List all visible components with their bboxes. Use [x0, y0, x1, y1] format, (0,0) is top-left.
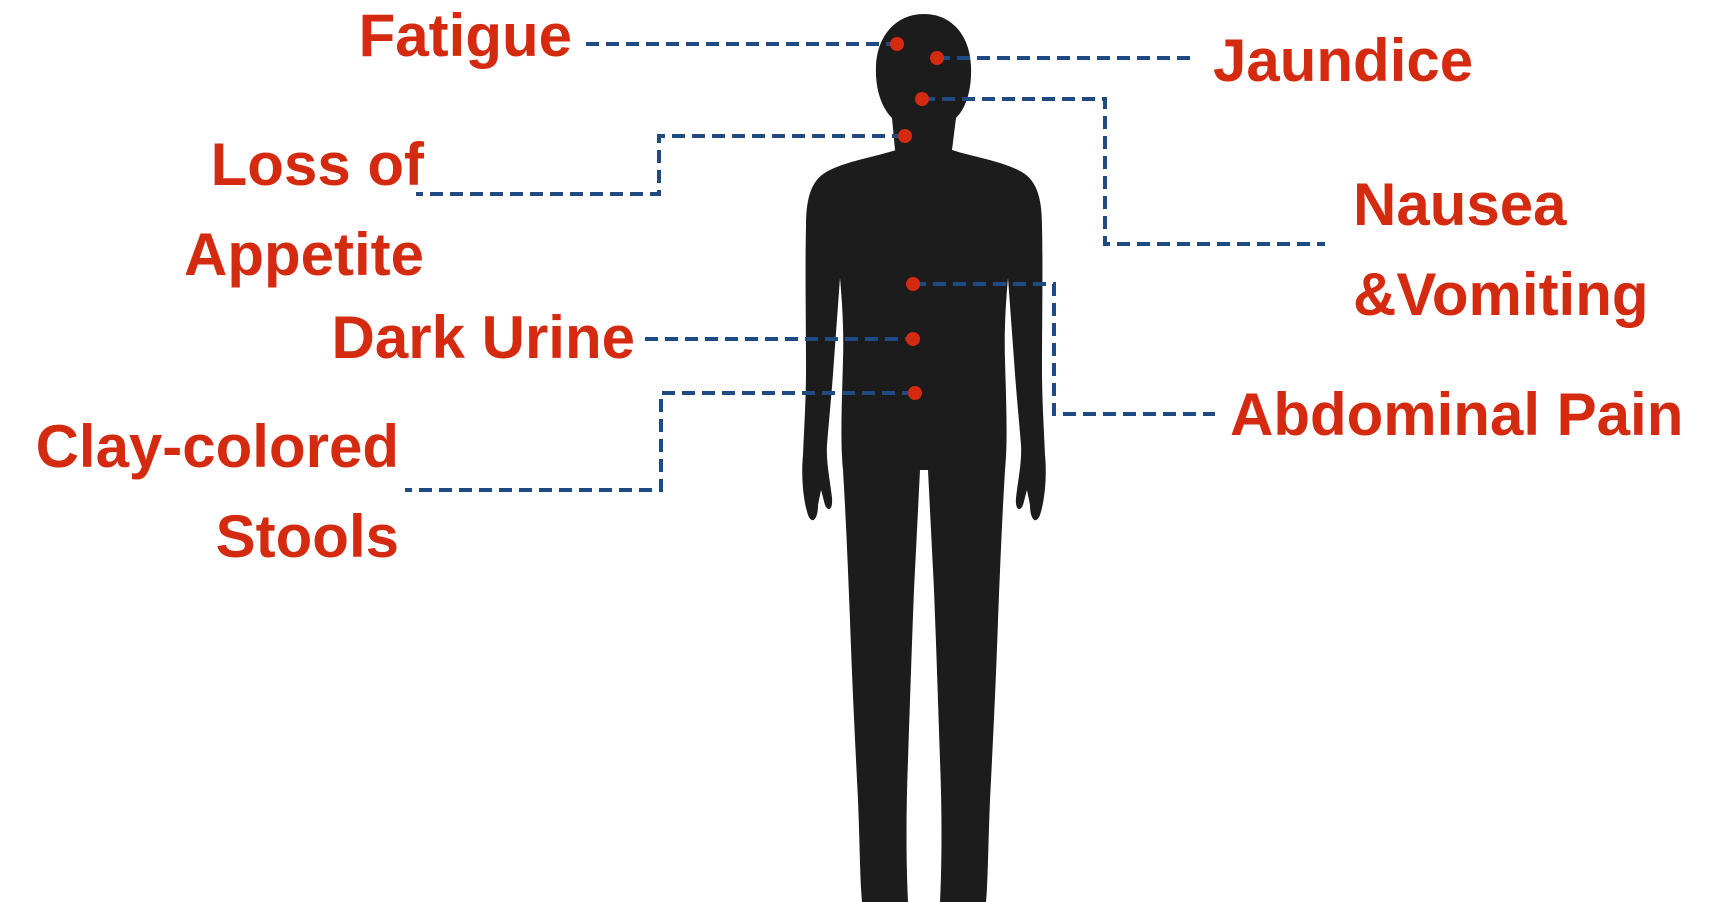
- loss-of-appetite-marker: [898, 129, 912, 143]
- abdominal-pain-marker: [906, 277, 920, 291]
- dark-urine-marker: [906, 332, 920, 346]
- loss-of-appetite-label-line-2: Appetite: [184, 210, 424, 300]
- clay-colored-stools-label-line-2: Stools: [36, 492, 399, 582]
- clay-colored-stools-label-line-1: Clay-colored: [36, 402, 399, 492]
- fatigue-marker: [890, 37, 904, 51]
- nausea-vomiting-marker: [915, 92, 929, 106]
- dark-urine-label: Dark Urine: [332, 308, 635, 368]
- nausea-vomiting-label: Nausea &Vomiting: [1353, 160, 1649, 340]
- silhouette-body: [802, 148, 1046, 902]
- fatigue-label: Fatigue: [359, 6, 572, 66]
- clay-colored-stools-marker: [908, 386, 922, 400]
- clay-colored-stools-connector: [405, 393, 915, 490]
- nausea-vomiting-label-line-2: &Vomiting: [1353, 250, 1649, 340]
- jaundice-marker: [930, 51, 944, 65]
- silhouette-head: [876, 14, 971, 152]
- nausea-vomiting-label-line-1: Nausea: [1353, 160, 1649, 250]
- abdominal-pain-label-line: Abdominal Pain: [1230, 385, 1683, 445]
- human-silhouette: [802, 14, 1046, 902]
- clay-colored-stools-label: Clay-colored Stools: [36, 402, 399, 582]
- jaundice-label: Jaundice: [1213, 31, 1473, 91]
- loss-of-appetite-label-line-1: Loss of: [184, 120, 424, 210]
- fatigue-label-line: Fatigue: [359, 6, 572, 66]
- jaundice-label-line: Jaundice: [1213, 31, 1473, 91]
- loss-of-appetite-label: Loss of Appetite: [184, 120, 424, 300]
- abdominal-pain-label: Abdominal Pain: [1230, 385, 1683, 445]
- dark-urine-label-line: Dark Urine: [332, 308, 635, 368]
